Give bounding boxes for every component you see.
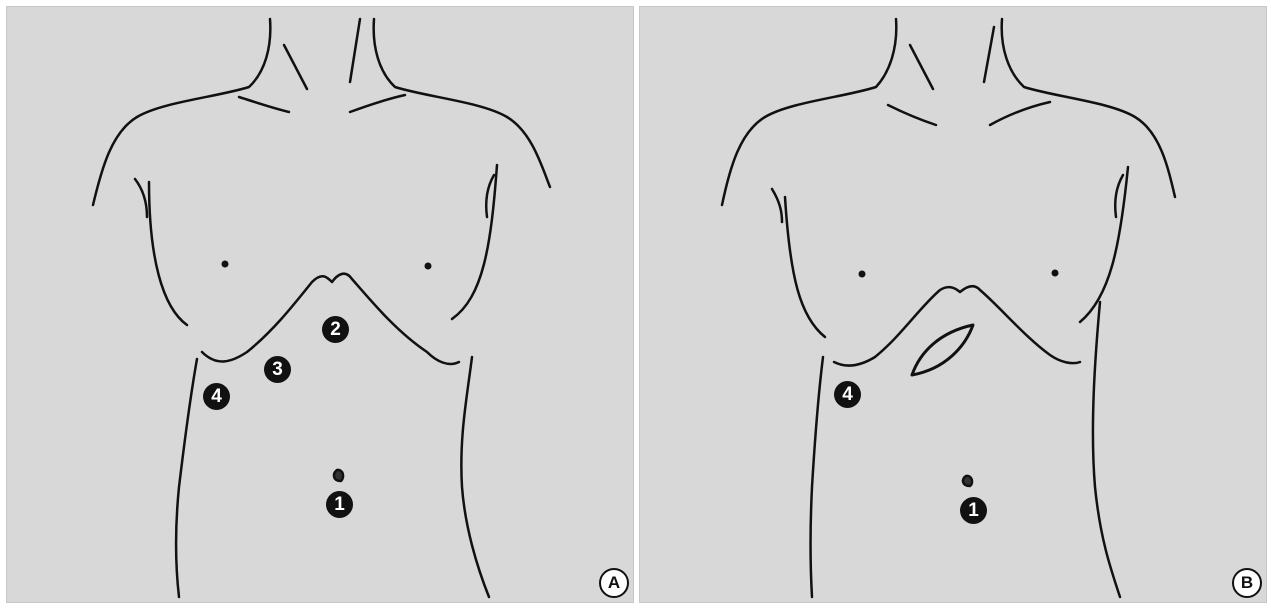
port-marker-2: 2 <box>322 316 349 343</box>
panel-label-b: B <box>1232 568 1262 598</box>
port-marker-1: 1 <box>960 497 987 524</box>
port-marker-1: 1 <box>326 491 353 518</box>
panel-label-a: A <box>599 568 629 598</box>
panel-b: 4 1 B <box>639 6 1267 603</box>
torso-outline-a <box>7 7 635 604</box>
torso-outline-b <box>640 7 1268 604</box>
port-marker-4: 4 <box>834 381 861 408</box>
port-marker-4: 4 <box>203 383 230 410</box>
panel-a: 2 3 4 1 A <box>6 6 634 603</box>
port-marker-3: 3 <box>264 356 291 383</box>
